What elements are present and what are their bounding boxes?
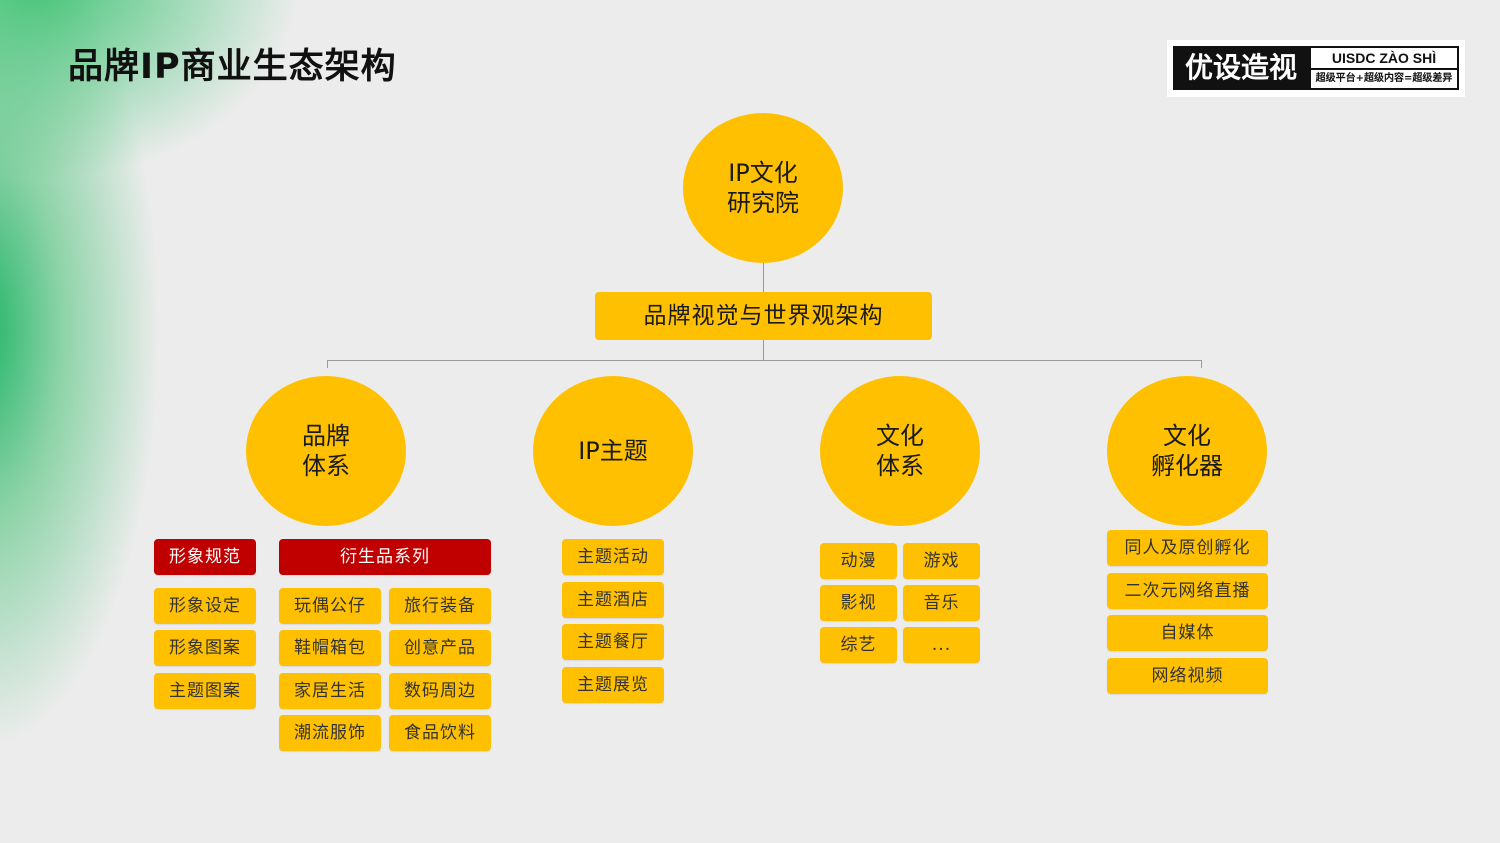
group-header-image-spec: 形象规范	[154, 539, 256, 575]
branch-ip-theme: IP主题	[533, 376, 693, 526]
branch-culture-system: 文化 体系	[820, 376, 980, 526]
list-item: 主题展览	[562, 667, 664, 703]
logo-en-text: UISDC ZÀO SHÌ	[1311, 48, 1457, 70]
connector-bar-to-branches	[763, 340, 764, 360]
page-title: 品牌IP商业生态架构	[68, 47, 397, 87]
connector-drop-4	[1201, 360, 1202, 368]
brand-logo: 优设造视 UISDC ZÀO SHÌ 超级平台+超级内容=超级差异	[1167, 40, 1465, 97]
list-item: 游戏	[903, 543, 980, 579]
branch-culture-incubator: 文化 孵化器	[1107, 376, 1267, 526]
list-item: 音乐	[903, 585, 980, 621]
list-item: 食品饮料	[389, 715, 491, 751]
connector-drop-1	[327, 360, 328, 368]
list-item: 自媒体	[1107, 615, 1268, 651]
logo-slogan: 超级平台+超级内容=超级差异	[1315, 73, 1453, 84]
list-item: 主题餐厅	[562, 624, 664, 660]
list-item: 玩偶公仔	[279, 588, 381, 624]
list-item: 旅行装备	[389, 588, 491, 624]
list-item: 家居生活	[279, 673, 381, 709]
logo-cn-text: 优设造视	[1173, 46, 1309, 90]
connector-horizontal	[327, 360, 1202, 361]
list-item: 鞋帽箱包	[279, 630, 381, 666]
logo-right-panel: UISDC ZÀO SHÌ 超级平台+超级内容=超级差异	[1309, 46, 1459, 90]
list-item: 形象设定	[154, 588, 256, 624]
list-item: 同人及原创孵化	[1107, 530, 1268, 566]
group-header-derivatives: 衍生品系列	[279, 539, 491, 575]
list-item: 影视	[820, 585, 897, 621]
architecture-bar: 品牌视觉与世界观架构	[595, 292, 932, 340]
branch-brand-system: 品牌 体系	[246, 376, 406, 526]
list-item: 主题活动	[562, 539, 664, 575]
list-item: 主题酒店	[562, 582, 664, 618]
list-item: 二次元网络直播	[1107, 573, 1268, 609]
list-item: 综艺	[820, 627, 897, 663]
list-item: ...	[903, 627, 980, 663]
list-item: 数码周边	[389, 673, 491, 709]
list-item: 动漫	[820, 543, 897, 579]
list-item: 主题图案	[154, 673, 256, 709]
list-item: 潮流服饰	[279, 715, 381, 751]
list-item: 网络视频	[1107, 658, 1268, 694]
list-item: 形象图案	[154, 630, 256, 666]
connector-root-to-bar	[763, 263, 764, 292]
root-node-circle: IP文化 研究院	[683, 113, 843, 263]
list-item: 创意产品	[389, 630, 491, 666]
